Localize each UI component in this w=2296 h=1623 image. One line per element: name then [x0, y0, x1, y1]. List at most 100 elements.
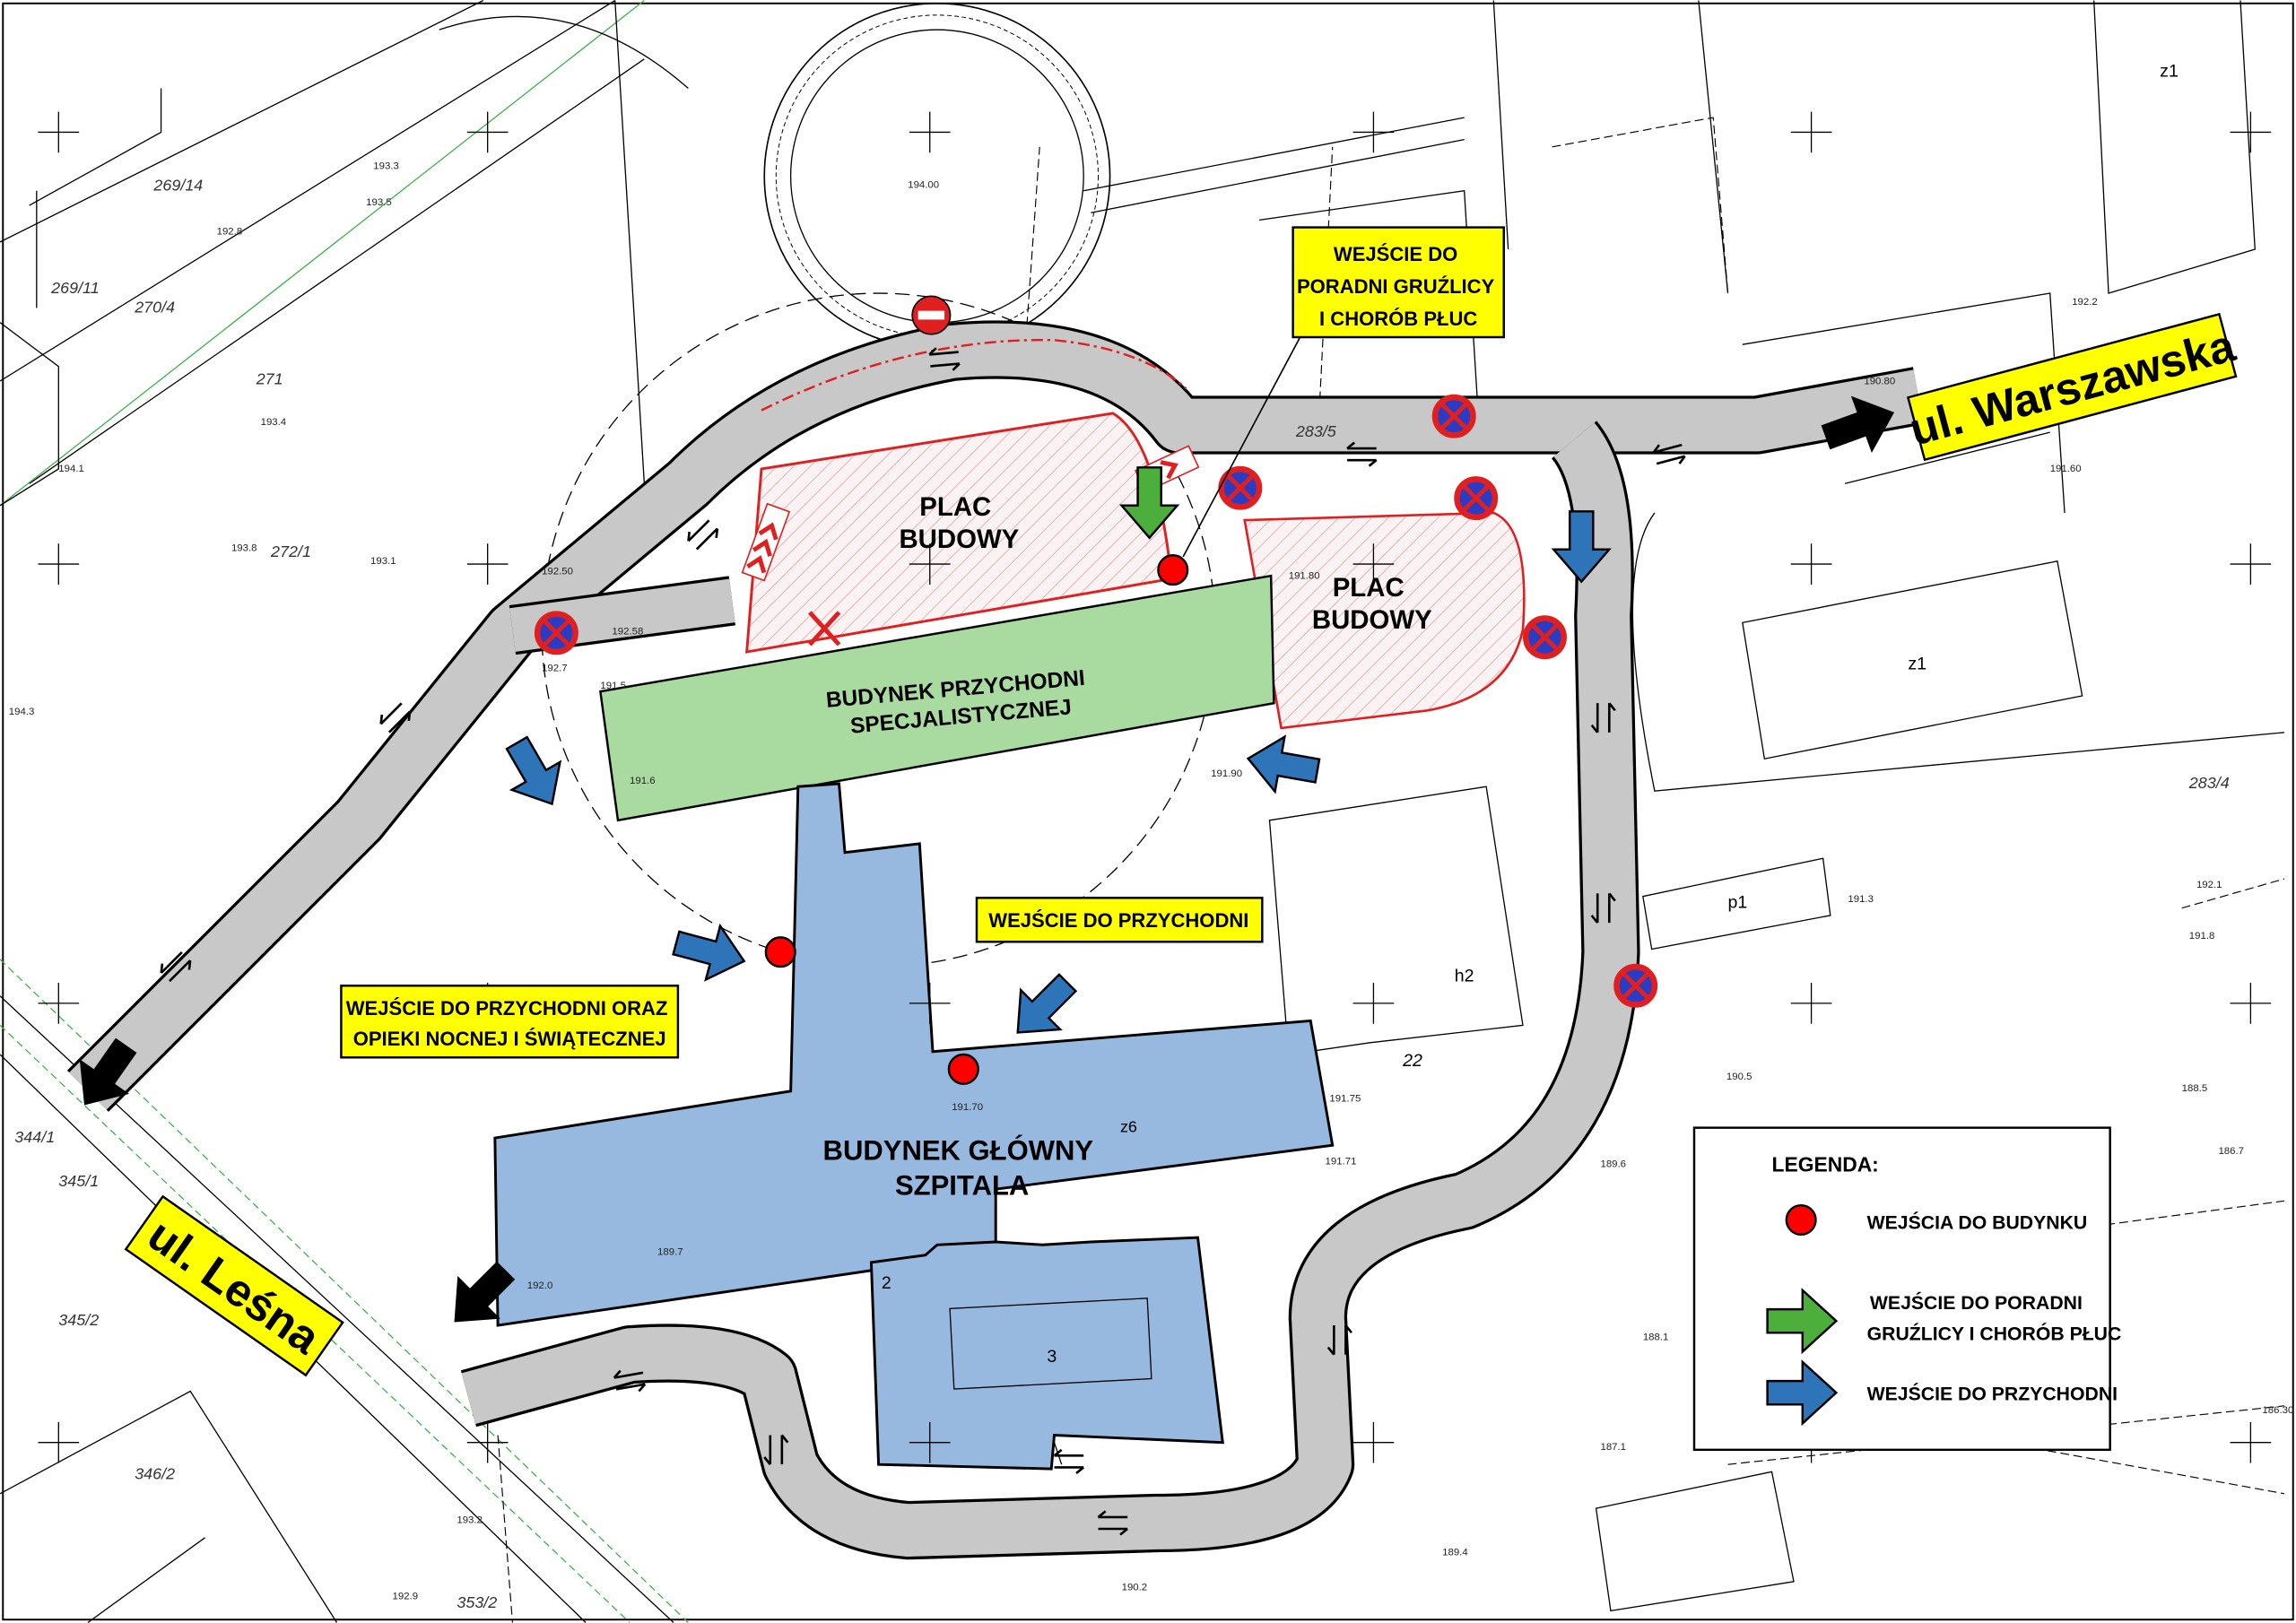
- elevation-label: 193.1: [370, 556, 396, 567]
- callout-leader-line: [1182, 331, 1304, 558]
- grid-cross-icon: [1790, 111, 1832, 153]
- elevation-label: 190.2: [1122, 1583, 1148, 1593]
- elevation-label: 191.71: [1326, 1156, 1357, 1167]
- parcel-label: 269/14: [152, 177, 203, 195]
- grid-cross-icon: [466, 543, 509, 585]
- grid-cross-icon: [466, 111, 509, 153]
- two-way-arrow-icon: [160, 950, 192, 983]
- elevation-label: 191.3: [1848, 894, 1874, 905]
- two-way-arrow-icon: [928, 347, 961, 371]
- grid-cross-icon: [909, 111, 951, 153]
- no-entry-sign-icon: [911, 295, 952, 335]
- parcel-numbers: 269/14 270/4 269/11 271 272/1 283/5 283/…: [14, 177, 2229, 1611]
- entrance-arrows: [79, 395, 1895, 1323]
- no-stopping-sign-icon: [534, 611, 578, 655]
- no-stopping-sign-icon: [1218, 465, 1263, 510]
- legend-box: [1692, 1126, 2111, 1452]
- building-z1-top-label: z1: [2160, 61, 2179, 81]
- construction-label-1: PLAC BUDOWY: [899, 492, 1019, 554]
- two-way-arrow-icon: [1652, 443, 1686, 465]
- callout-night-care: WEJŚCIE DO PRZYCHODNI ORAZ OPIEKI NOCNEJ…: [340, 985, 680, 1059]
- callout-clinic-entrance: WEJŚCIE DO PRZYCHODNI: [975, 897, 1264, 943]
- building-22-label: 22: [1402, 1051, 1422, 1071]
- building-wing-3: [869, 1236, 1224, 1471]
- chevron-barrier-icon: [741, 502, 791, 582]
- legend: LEGENDA: WEJŚCIA DO BUDYNKU WEJŚCIE DO P…: [1692, 1126, 2122, 1452]
- grid-cross-icon: [1352, 543, 1395, 585]
- courtyard-outline: [949, 1298, 1152, 1390]
- building-h2-label: h2: [1455, 966, 1474, 985]
- elevation-label: 191.90: [1211, 768, 1242, 779]
- elevation-label: 193.8: [231, 542, 257, 553]
- grid-cross-icon: [1352, 1421, 1395, 1463]
- blue-arrow-icon: [505, 735, 562, 806]
- building-2-label: 2: [882, 1273, 891, 1293]
- grid-cross-icon: [909, 1421, 951, 1463]
- parcel-label: 345/1: [58, 1172, 99, 1190]
- black-arrow-icon: [79, 1037, 137, 1106]
- elevation-label: 191.80: [1289, 570, 1320, 581]
- parcel-label: 272/1: [270, 542, 311, 560]
- grid-cross-icon: [1790, 543, 1832, 585]
- elevation-points: 194.00193.3193.5192.8193.4193.1193.8194.…: [9, 161, 2294, 1601]
- grid-cross-icon: [909, 983, 951, 1024]
- two-way-arrow-icon: [1590, 702, 1616, 733]
- elevation-label: 191.5: [600, 681, 626, 691]
- elevation-label: 192.8: [217, 227, 243, 238]
- svg-text:WEJŚCIE DO PRZYCHODNI ORAZ: WEJŚCIE DO PRZYCHODNI ORAZ OPIEKI NOCNEJ…: [346, 997, 674, 1050]
- elevation-label: 194.3: [9, 707, 35, 717]
- no-stopping-sign-icon: [1431, 394, 1476, 438]
- building-z6-label: z6: [1120, 1118, 1137, 1136]
- blue-arrow-icon: [1246, 734, 1321, 794]
- elevation-label: 193.5: [366, 197, 392, 208]
- construction-fence: [761, 338, 1187, 412]
- grid-cross-icon: [2230, 543, 2272, 585]
- legend-item-label: WEJŚCIE DO PRZYCHODNI: [1867, 1382, 2118, 1404]
- elevation-label: 192.0: [527, 1280, 553, 1291]
- elevation-label: 186.30: [2262, 1405, 2293, 1416]
- entrance-dot-clinic: [947, 1053, 979, 1085]
- construction-site-2: [1243, 511, 1526, 730]
- two-way-arrow-icon: [1346, 441, 1378, 467]
- no-stopping-sign-icon: [1522, 615, 1567, 660]
- elevation-label: 194.1: [58, 464, 84, 474]
- parcel-label: 346/2: [135, 1464, 175, 1482]
- grid-cross-icon: [466, 1421, 509, 1463]
- parcel-label: 353/2: [457, 1593, 497, 1611]
- elevation-label: 191.75: [1329, 1093, 1361, 1104]
- two-way-arrow-icon: [1053, 1448, 1084, 1474]
- elevation-label: 188.1: [1643, 1332, 1669, 1342]
- svg-text:WEJŚCIE DO PORADNI GRUŹL: WEJŚCIE DO PORADNI GRUŹLICY I CHORÓB PŁU…: [1297, 243, 1500, 330]
- no-stopping-sign-icon: [1613, 963, 1658, 1008]
- entrance-dot-tb-clinic: [1157, 554, 1189, 586]
- elevation-label: 191.6: [630, 776, 656, 786]
- grid-cross-icon: [38, 983, 80, 1024]
- two-way-arrow-icon: [763, 1434, 789, 1465]
- closed-entrance-x-icon: [808, 611, 841, 647]
- elevation-label: 187.1: [1600, 1442, 1626, 1453]
- grid-cross-icon: [38, 543, 80, 585]
- no-stopping-sign-icon: [1454, 476, 1499, 521]
- parcel-label: 269/11: [50, 279, 100, 297]
- blue-arrow-icon: [672, 923, 746, 982]
- parcel-label: 345/2: [58, 1311, 99, 1329]
- elevation-label: 189.6: [1600, 1159, 1626, 1170]
- construction-label-2: PLAC BUDOWY: [1312, 573, 1432, 635]
- elevation-label: 192.9: [393, 1591, 419, 1601]
- elevation-label: 190.5: [1726, 1072, 1752, 1082]
- building-main-hospital: [493, 782, 1335, 1327]
- grid-cross-icon: [1352, 983, 1395, 1024]
- grid-cross-icon: [1790, 983, 1832, 1024]
- parcel-label: 344/1: [14, 1128, 55, 1146]
- elevation-label: 191.60: [2050, 464, 2082, 474]
- two-way-arrow-icon: [687, 519, 719, 551]
- blue-arrow-icon: [1551, 510, 1612, 584]
- elevation-label: 192.58: [612, 626, 643, 637]
- legend-item-label: WEJŚCIE DO PORADNI GRUŹLICY I CHORÓB PŁU…: [1867, 1291, 2122, 1344]
- traffic-direction-arrows: [160, 347, 1686, 1536]
- elevation-label: 189.4: [1442, 1547, 1468, 1558]
- green-arrow-icon: [1118, 466, 1180, 540]
- building-entrances: [764, 554, 1189, 1085]
- building-specialist-clinic: [599, 574, 1275, 822]
